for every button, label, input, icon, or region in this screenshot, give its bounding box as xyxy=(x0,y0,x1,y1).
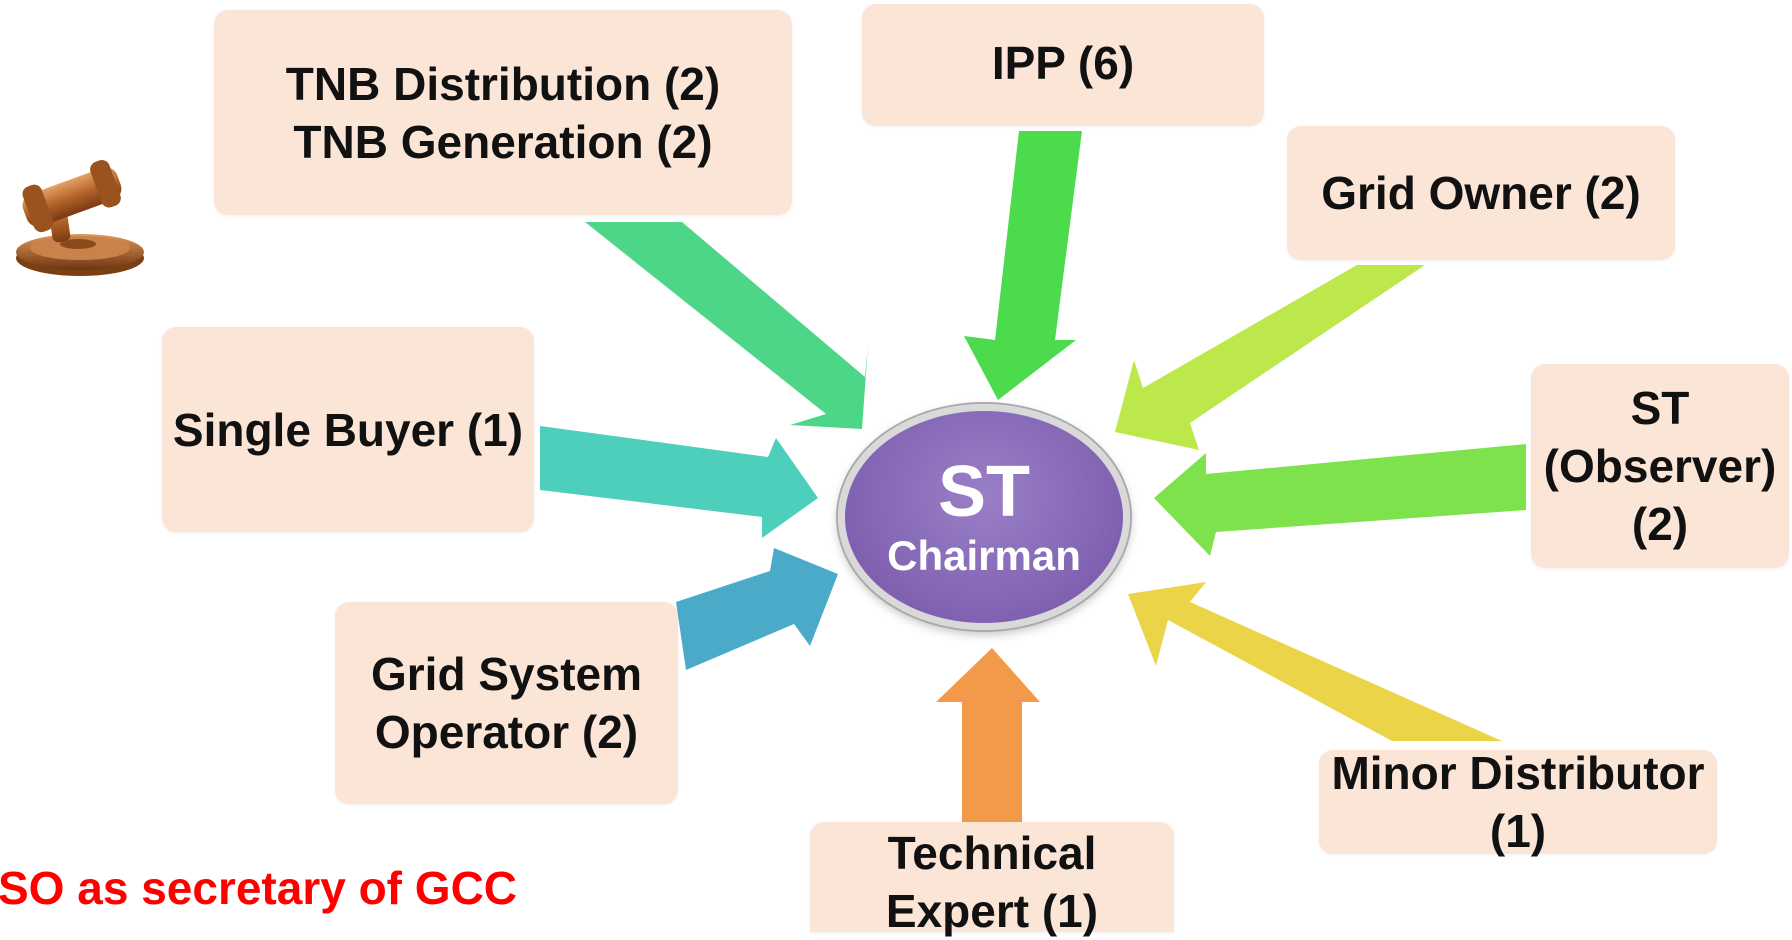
hub-subtitle: Chairman xyxy=(887,532,1081,579)
node-tnb-line1: TNB Distribution (2) xyxy=(285,57,721,110)
secretary-note: SO as secretary of GCC xyxy=(0,862,518,914)
node-technical-expert: Technical Expert (1) xyxy=(810,822,1174,937)
node-gso-line1: Grid System xyxy=(371,648,642,700)
arrow-st-observer xyxy=(1154,444,1526,556)
node-technical-expert-line1: Technical xyxy=(887,827,1097,879)
node-gso: Grid System Operator (2) xyxy=(335,602,678,804)
node-technical-expert-line2: Expert (1) xyxy=(885,885,1099,937)
node-ipp-line1: IPP (6) xyxy=(991,37,1135,89)
node-st-observer-line1: ST xyxy=(1630,382,1690,434)
node-st-observer-line3: (2) xyxy=(1631,498,1689,550)
node-grid-owner: Grid Owner (2) xyxy=(1287,126,1675,260)
arrow-minor-distributor xyxy=(1128,582,1502,741)
hub-chairman: ST Chairman xyxy=(838,404,1130,630)
gavel-icon xyxy=(16,160,144,276)
hub-title: ST xyxy=(937,452,1030,532)
node-minor-distributor: Minor Distributor (1) xyxy=(1319,747,1717,857)
node-tnb-line2: TNB Generation (2) xyxy=(293,115,713,168)
node-tnb: TNB Distribution (2) TNB Generation (2) xyxy=(214,10,792,215)
node-st-observer: ST (Observer) (2) xyxy=(1531,364,1789,568)
node-ipp: IPP (6) xyxy=(862,4,1264,126)
arrow-technical-expert xyxy=(936,648,1040,822)
node-single-buyer-line1: Single Buyer (1) xyxy=(172,403,524,456)
node-st-observer-line2: (Observer) xyxy=(1543,440,1777,492)
node-grid-owner-line1: Grid Owner (2) xyxy=(1321,167,1641,219)
arrow-tnb xyxy=(585,222,868,429)
arrow-gso xyxy=(676,548,838,670)
arrow-ipp xyxy=(964,131,1082,400)
arrow-grid-owner xyxy=(1115,265,1425,450)
arrow-single-buyer xyxy=(540,426,818,538)
node-gso-line2: Operator (2) xyxy=(374,706,639,758)
node-minor-distributor-line2: (1) xyxy=(1489,805,1547,857)
node-single-buyer: Single Buyer (1) xyxy=(162,327,534,532)
node-minor-distributor-line1: Minor Distributor xyxy=(1331,747,1705,799)
